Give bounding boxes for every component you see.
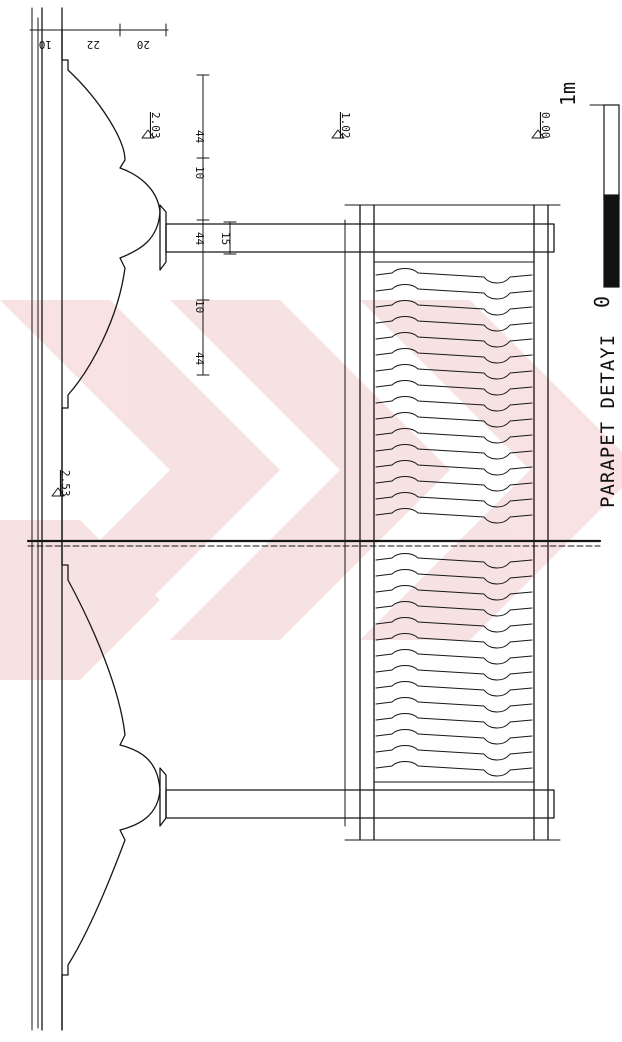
pier-bottom (159, 767, 555, 827)
baluster (375, 665, 533, 681)
baluster (375, 268, 533, 284)
vdim-15: 15 (219, 232, 232, 245)
baluster (375, 284, 533, 300)
baluster (375, 380, 533, 396)
elevation-1-02: 1.02 (339, 112, 352, 139)
baluster (375, 476, 533, 492)
baluster (375, 761, 533, 777)
top-dimension-line (29, 23, 169, 37)
baluster (375, 617, 533, 633)
baluster (375, 300, 533, 316)
vdim-44-c: 44 (193, 352, 206, 366)
baluster (375, 348, 533, 364)
vertical-dimension-line (196, 74, 237, 376)
vdim-10-b: 10 (193, 300, 206, 313)
watermark-logo (0, 300, 622, 680)
vdim-10-a: 10 (193, 166, 206, 179)
balustrade-frame (344, 204, 561, 841)
dim-20: 20 (137, 38, 150, 51)
baluster (375, 633, 533, 649)
scale-bar (589, 104, 620, 288)
scale-bar-start-label: 0 (590, 296, 614, 308)
baluster (375, 364, 533, 380)
arch-profile (61, 29, 161, 1031)
break-line (26, 539, 602, 547)
dim-22: 22 (87, 38, 100, 51)
baluster (375, 553, 533, 569)
elevation-2-03: 2.03 (149, 112, 162, 139)
baluster (375, 569, 533, 585)
baluster (375, 585, 533, 601)
baluster (375, 332, 533, 348)
dim-10: 10 (39, 38, 52, 51)
baluster (375, 428, 533, 444)
baluster (375, 601, 533, 617)
baluster (375, 492, 533, 508)
baluster (375, 460, 533, 476)
baluster (375, 649, 533, 665)
baluster (375, 681, 533, 697)
drawing-title: PARAPET DETAYI (597, 334, 619, 508)
baluster (375, 412, 533, 428)
baluster (375, 444, 533, 460)
baluster (375, 713, 533, 729)
baluster (375, 729, 533, 745)
scale-bar-end-label: 1m (556, 82, 580, 106)
cornice-beam (31, 7, 63, 1031)
vdim-44-b: 44 (193, 232, 206, 246)
vdim-44-a: 44 (193, 130, 206, 144)
baluster (375, 745, 533, 761)
elevation-markers (51, 129, 545, 497)
baluster (375, 396, 533, 412)
baluster (375, 316, 533, 332)
baluster (375, 508, 533, 524)
elevation-0-00: 0.00 (539, 112, 552, 139)
baluster (375, 697, 533, 713)
balusters (375, 268, 533, 777)
elevation-2-53: 2.53 (59, 470, 72, 497)
